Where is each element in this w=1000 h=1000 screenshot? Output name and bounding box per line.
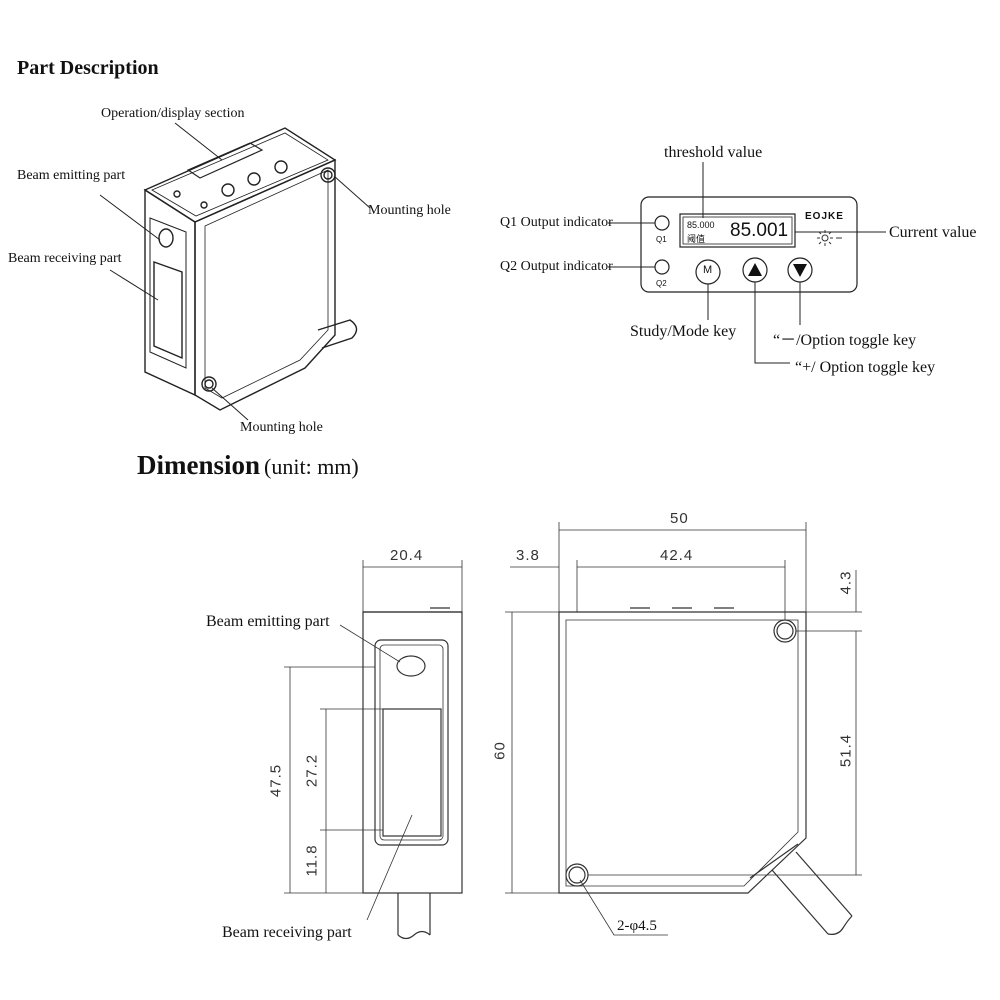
side-view-emitter xyxy=(396,655,426,677)
down-arrow-icon xyxy=(793,264,807,277)
display-current-value: 85.001 xyxy=(730,220,789,241)
label-beam-emitting: Beam emitting part xyxy=(17,168,126,183)
control-panel-outline xyxy=(640,196,858,293)
up-arrow-icon xyxy=(748,263,762,276)
mode-key-label: M xyxy=(703,264,713,276)
side-view-window-frame xyxy=(374,639,449,846)
q1-output-indicator-label: Q1 Output indicator xyxy=(500,215,613,230)
label-mounting-hole-bottom: Mounting hole xyxy=(240,420,323,435)
sun-icon xyxy=(817,230,842,246)
dim-front-4-3: 4.3 xyxy=(837,570,855,595)
dimension-title: Dimension xyxy=(137,450,261,480)
dim-front-hole-spec: 2-φ4.5 xyxy=(617,918,657,934)
dimension-unit: (unit: mm) xyxy=(264,454,359,479)
side-view-receiver xyxy=(382,708,442,837)
sensor-emitter-window xyxy=(158,228,174,248)
side-emitting-label: Beam emitting part xyxy=(206,613,330,630)
study-mode-key-label: Study/Mode key xyxy=(630,323,737,340)
front-view-body xyxy=(558,611,807,894)
q2-tag: Q2 xyxy=(656,279,667,288)
display-threshold-caption: 阈值 xyxy=(687,234,706,244)
dim-front-50: 50 xyxy=(670,510,689,527)
plus-option-key-label: “+/ Option toggle key xyxy=(795,359,936,376)
dimension-heading: Dimension (unit: mm) xyxy=(137,450,359,481)
dim-front-60: 60 xyxy=(491,741,509,760)
dim-front-51-4: 51.4 xyxy=(837,733,855,768)
q2-output-indicator-label: Q2 Output indicator xyxy=(500,259,613,274)
label-mounting-hole-top: Mounting hole xyxy=(368,203,451,218)
label-beam-receiving: Beam receiving part xyxy=(8,251,122,266)
part-description-title: Part Description xyxy=(17,57,159,79)
label-operation-display: Operation/display section xyxy=(101,106,245,121)
current-value-label: Current value xyxy=(889,224,977,241)
dim-front-3-8: 3.8 xyxy=(516,547,540,564)
brand-logo: EOJKE xyxy=(805,211,844,222)
display-threshold-value: 85.000 xyxy=(687,220,715,230)
sensor-receiver-window xyxy=(153,261,183,360)
sensor-left-face xyxy=(144,188,196,397)
side-receiving-label: Beam receiving part xyxy=(222,924,352,941)
dim-side-width: 20.4 xyxy=(390,547,424,564)
sensor-display xyxy=(186,142,264,179)
q1-tag: Q1 xyxy=(656,235,667,244)
dim-front-42-4: 42.4 xyxy=(660,547,694,564)
minus-option-key-label: “－/Option toggle key xyxy=(773,332,917,349)
panel-display xyxy=(679,213,796,248)
threshold-value-label: threshold value xyxy=(664,144,763,161)
